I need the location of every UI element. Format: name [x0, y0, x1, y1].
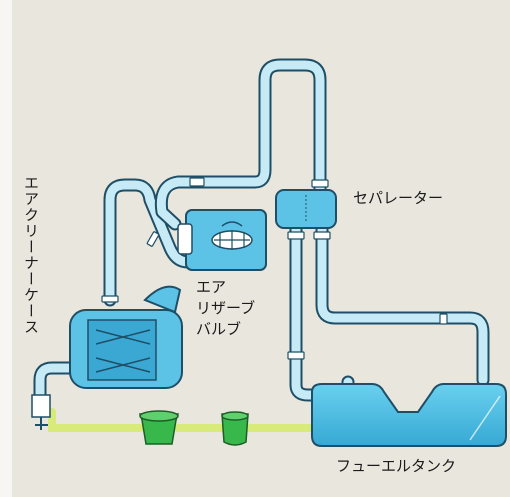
bolt-clamp-icon [101, 177, 448, 360]
fuel-tank [311, 383, 507, 447]
air-cleaner-case-label: エアクリーナーケース [22, 175, 40, 335]
hose-network [33, 58, 490, 402]
fuel-tank-label: フューエルタンク [336, 457, 457, 475]
charcoal-canister [138, 410, 249, 446]
air-reserve-valve-label-line1: エア [196, 278, 227, 296]
vapor-line [48, 408, 322, 432]
separator [275, 189, 337, 229]
drain-icon [31, 394, 51, 430]
air-reserve-valve-label-line3: バルブ [196, 320, 242, 338]
left-margin [0, 0, 12, 497]
air-reserve-valve [177, 209, 267, 271]
separator-label: セパレーター [353, 189, 444, 207]
air-cleaner-case [69, 285, 183, 389]
air-reserve-valve-label-line2: リザーブ [196, 299, 256, 317]
